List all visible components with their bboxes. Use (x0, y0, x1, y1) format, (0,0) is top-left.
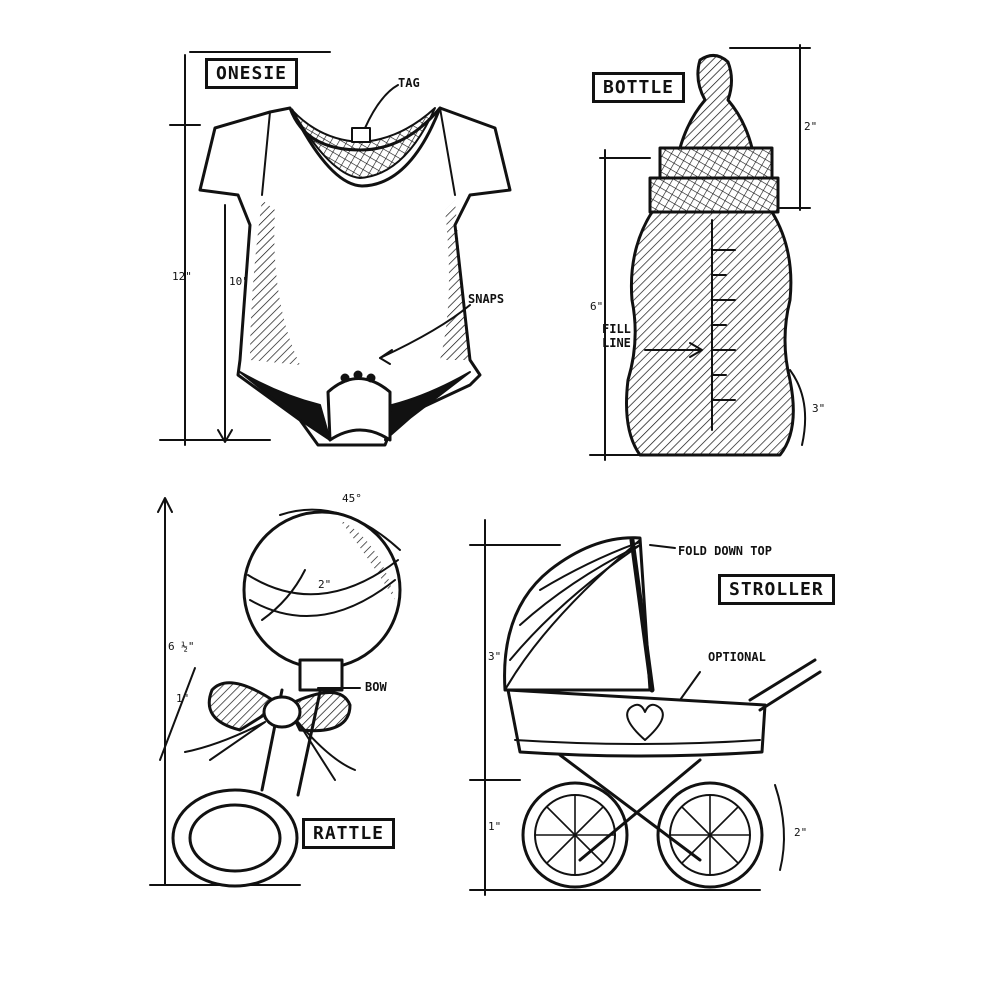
rattle-angle-dim: 45° (342, 492, 362, 505)
stroller-title: STROLLER (718, 574, 835, 605)
bottle-width-dim: 3" (812, 402, 826, 415)
onesie-drawing (159, 51, 512, 447)
fold-down-top-note: FOLD DOWN TOP (678, 544, 772, 558)
rattle-height-dim: 6 ½" (168, 640, 195, 653)
rattle-bow-dim: 1" (176, 692, 190, 705)
rattle-title: RATTLE (302, 818, 396, 849)
onesie-inner-dim: 10" (229, 275, 249, 288)
bow-note: BOW (365, 680, 387, 694)
rattle-ball-dim: 2" (318, 578, 332, 591)
stroller-body-dim: 3" (488, 650, 502, 663)
snaps-note: SNAPS (468, 292, 505, 306)
stroller-wheel-dim: 2" (794, 826, 808, 839)
rattle-drawing (149, 497, 402, 888)
bottle-top-dim: 2" (804, 120, 818, 133)
onesie-height-dim: 12" (172, 270, 192, 283)
bottle-body-dim: 6" (590, 300, 604, 313)
optional-note: OPTIONAL (708, 650, 766, 664)
stroller-drawing (469, 519, 822, 896)
bottle-title: BOTTLE (592, 72, 686, 103)
stroller-base-dim: 1" (488, 820, 502, 833)
fill-line-note: FILL LINE (602, 322, 631, 350)
onesie-title: ONESIE (205, 58, 299, 89)
bottle-drawing (589, 44, 811, 461)
tag-note: TAG (398, 76, 420, 90)
